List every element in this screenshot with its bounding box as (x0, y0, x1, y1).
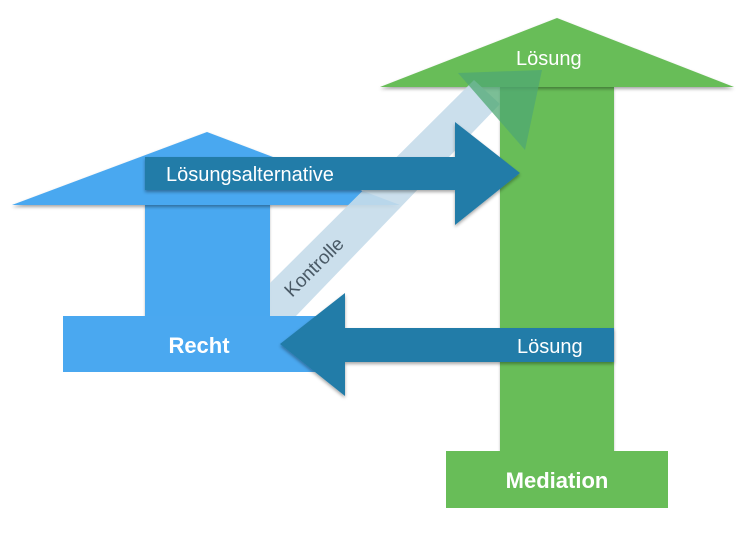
kontrolle-band (270, 80, 500, 316)
recht-label: Recht (168, 333, 230, 358)
loesung-back-arrow (280, 293, 614, 396)
mediation-up-arrow (380, 18, 734, 508)
loesungsalternative-arrow (145, 122, 520, 225)
mediation-arrow-stem (500, 87, 614, 455)
mediation-arrowhead (380, 18, 734, 87)
loesung-back-arrow-shape (280, 293, 614, 396)
loesungsalternative-label: Lösungsalternative (166, 164, 334, 186)
mediation-base-box (446, 451, 668, 508)
kontrolle-arrowhead (458, 70, 542, 150)
mediation-up-label: Lösung (516, 48, 582, 70)
kontrolle-arrow: Kontrolle (270, 70, 542, 316)
loesung-back-label: Lösung (517, 336, 583, 358)
mediation-label: Mediation (506, 468, 609, 493)
recht-arrow-stem (145, 204, 270, 318)
loesungsalternative-arrow-shape (145, 122, 520, 225)
